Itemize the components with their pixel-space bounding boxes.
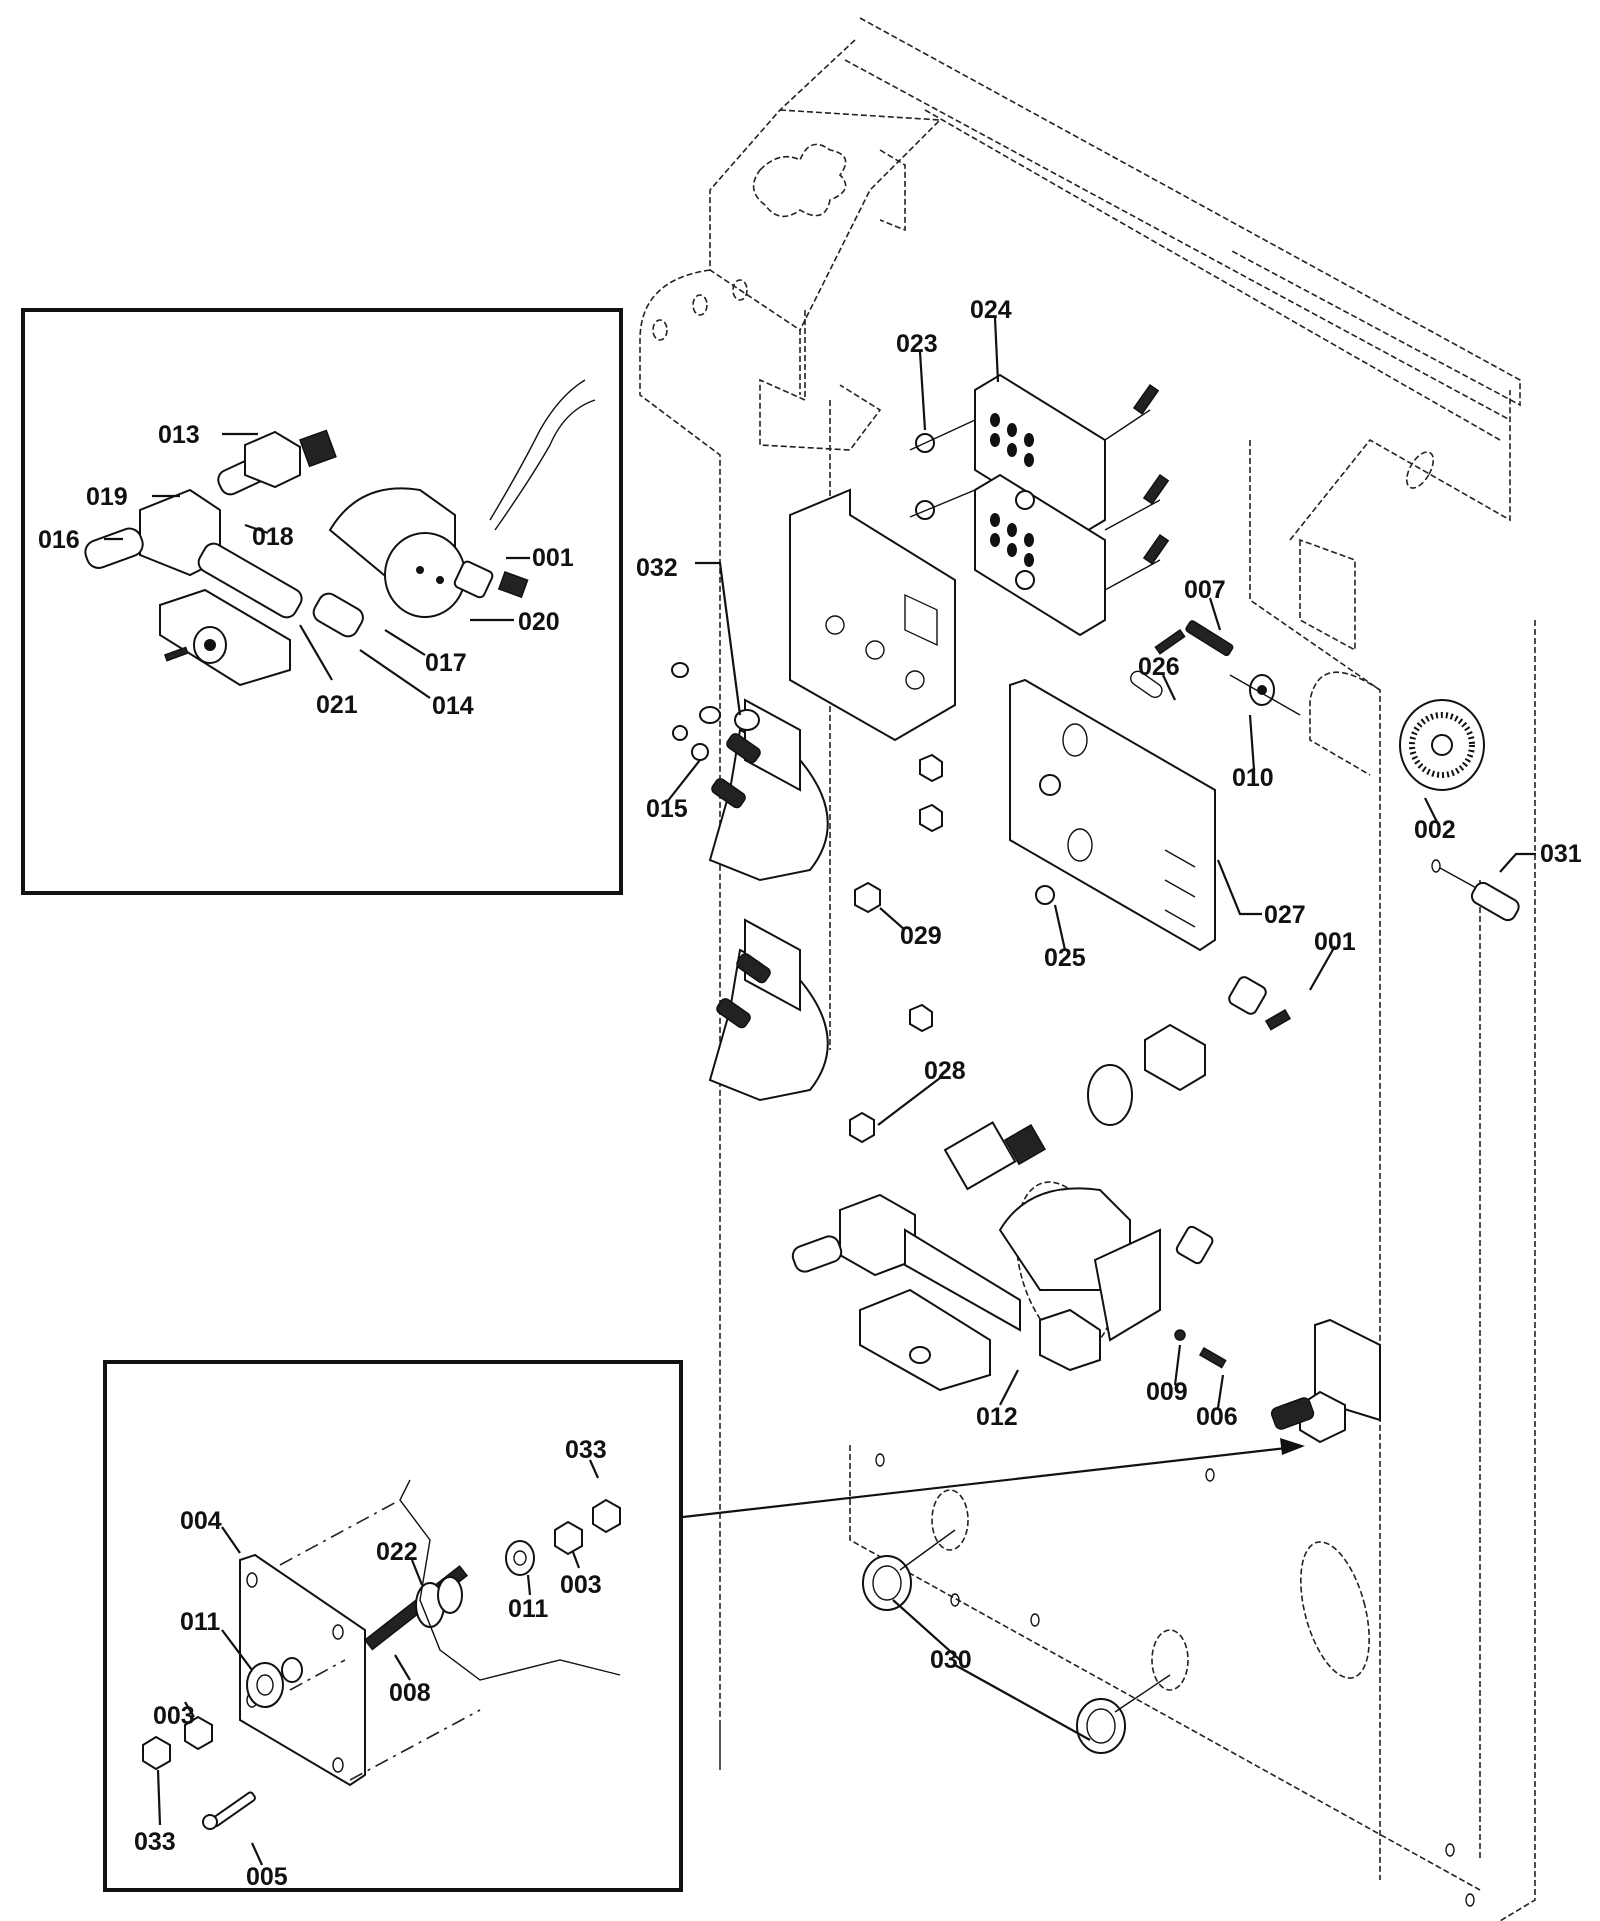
part-labels-top-inset: 013 019 016 018 001 020 017 021 014	[38, 421, 574, 720]
terminal-stud-main	[1270, 1318, 1381, 1444]
part-label-001-inset: 001	[532, 544, 574, 572]
detail-callout-arrow	[682, 1438, 1305, 1519]
part-label-021: 021	[316, 691, 358, 719]
part-label-033-right: 033	[565, 1436, 607, 1464]
part-label-003-left: 003	[153, 1702, 195, 1730]
part-label-023: 023	[896, 330, 938, 358]
part-label-030: 030	[930, 1646, 972, 1674]
part-label-027: 027	[1264, 901, 1306, 929]
washers-015-032	[671, 662, 760, 761]
part-label-005: 005	[246, 1863, 288, 1891]
part-labels-bottom-inset: 033 004 022 003 011 011 003 008 033 005	[134, 1436, 607, 1891]
part-label-003-right: 003	[560, 1571, 602, 1599]
part-label-013: 013	[158, 421, 200, 449]
terminal-blocks	[909, 373, 1170, 637]
part-label-019: 019	[86, 483, 128, 511]
part-label-009: 009	[1146, 1378, 1188, 1406]
leader-lines	[104, 317, 1536, 1866]
relay-upper	[708, 698, 943, 914]
part-label-011-right: 011	[508, 1595, 548, 1623]
relay-lower	[708, 918, 933, 1144]
part-label-031: 031	[1540, 840, 1582, 868]
part-label-016: 016	[38, 526, 80, 554]
part-label-032: 032	[636, 554, 678, 582]
cover-plate	[789, 488, 956, 742]
standoff-031	[1431, 859, 1520, 922]
part-label-025: 025	[1044, 944, 1086, 972]
part-label-029: 029	[900, 922, 942, 950]
part-label-007: 007	[1184, 576, 1226, 604]
part-label-010: 010	[1232, 764, 1274, 792]
part-label-011-left: 011	[180, 1608, 220, 1636]
part-label-004: 004	[180, 1507, 222, 1535]
grommets-030	[862, 1529, 1171, 1754]
part-label-026: 026	[1138, 653, 1180, 681]
part-label-024: 024	[970, 296, 1012, 324]
circuit-board	[1009, 628, 1216, 952]
part-label-012: 012	[976, 1403, 1018, 1431]
terminal-stud-inset	[103, 1360, 683, 1892]
part-label-008: 008	[389, 1679, 431, 1707]
part-label-018: 018	[252, 523, 294, 551]
part-label-028: 028	[924, 1057, 966, 1085]
part-label-014: 014	[432, 692, 474, 720]
part-label-017: 017	[425, 649, 467, 677]
part-label-002: 002	[1414, 816, 1456, 844]
part-label-015: 015	[646, 795, 688, 823]
part-label-001-main: 001	[1314, 928, 1356, 956]
main-valve-assembly	[791, 976, 1292, 1392]
valve-assembly-inset	[21, 308, 623, 895]
part-label-020: 020	[518, 608, 560, 636]
part-label-022: 022	[376, 1538, 418, 1566]
screw-washer-fan	[1185, 620, 1485, 791]
part-label-033-left: 033	[134, 1828, 176, 1856]
part-label-006: 006	[1196, 1403, 1238, 1431]
part-labels-main: 024 023 032 007 026 010 015 002 031 027 …	[636, 296, 1582, 1674]
